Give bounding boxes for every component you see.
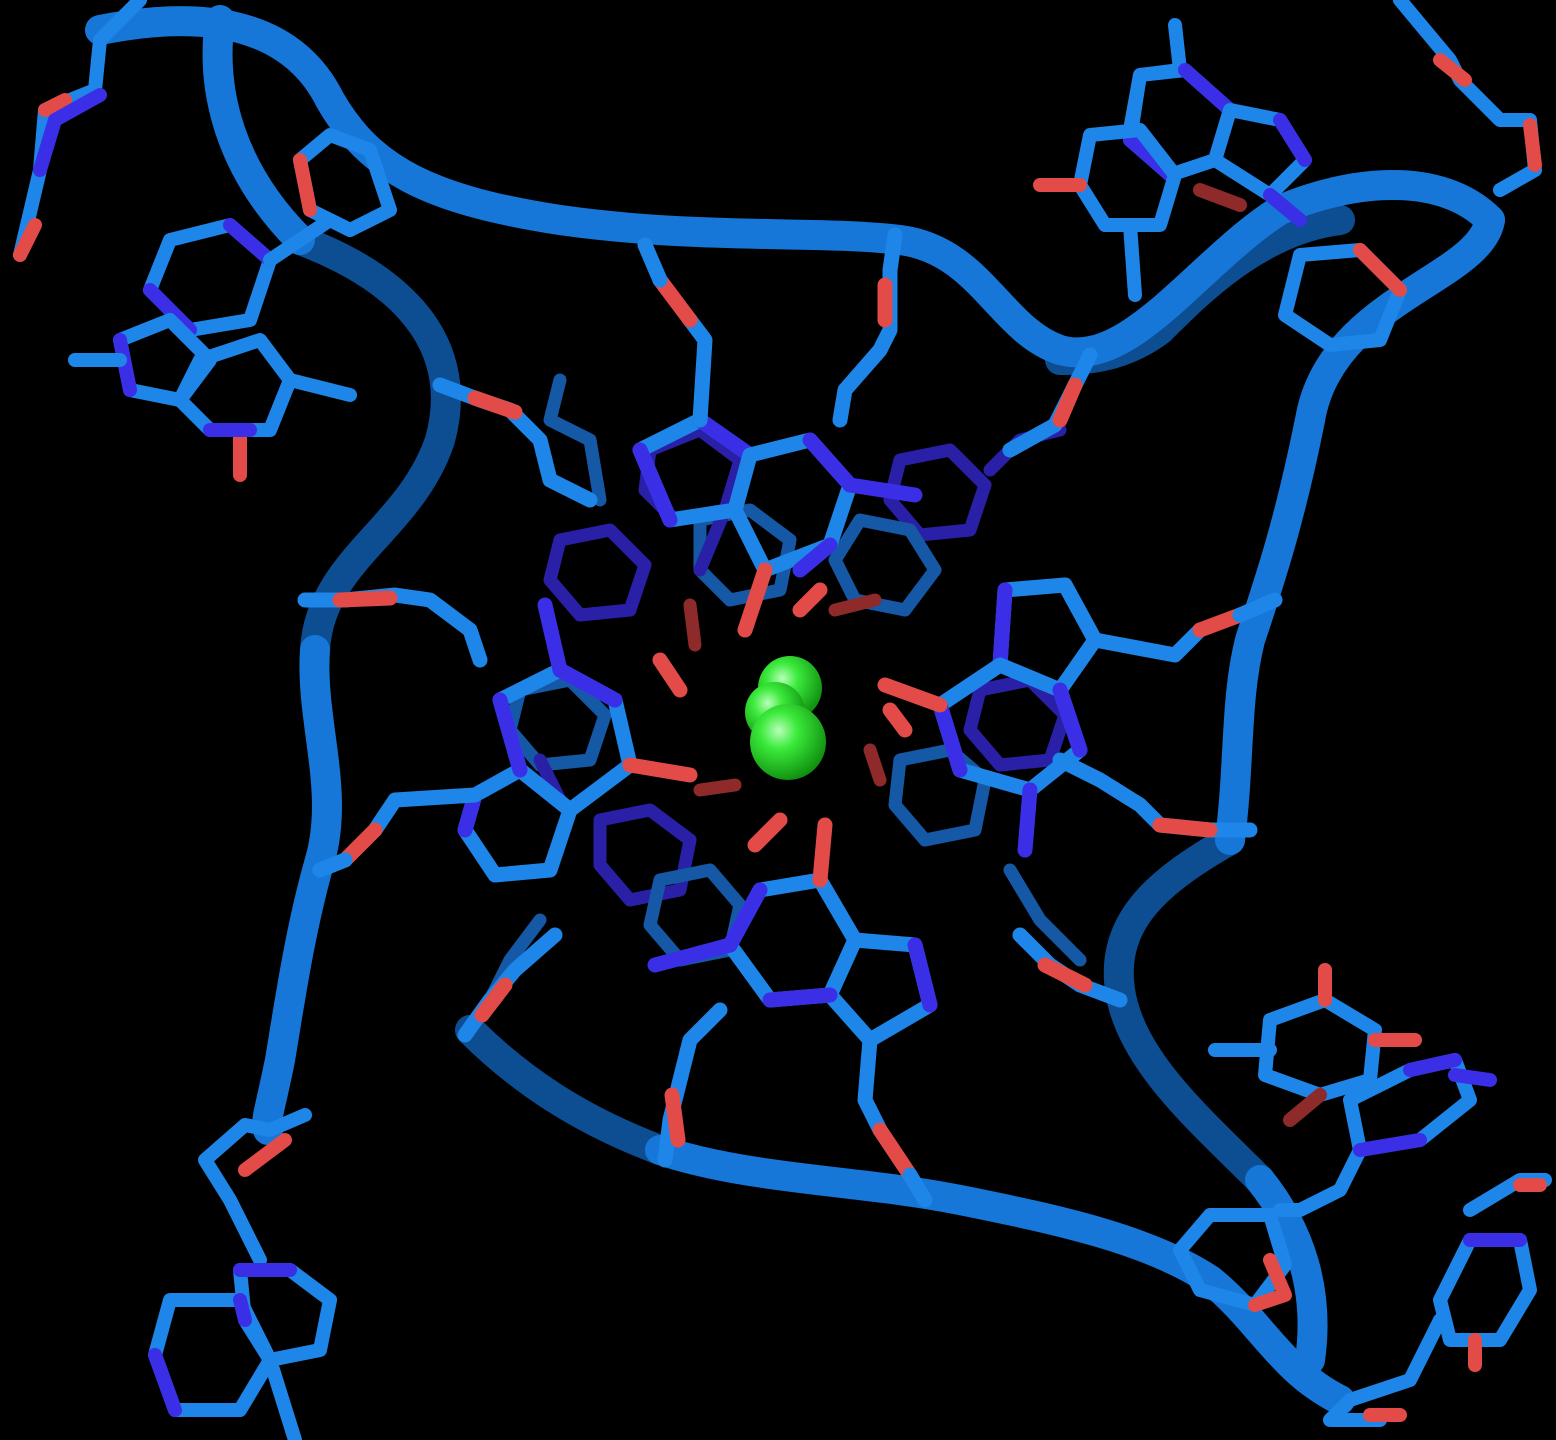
backbone-tube-right [1215,205,1505,855]
linker-top-center [832,227,903,428]
guanine-tetrad-lower [483,373,1087,1007]
backbone-tube-bottom [645,1135,1355,1415]
nucleotide-top-right [1033,0,1542,352]
linker-bottom-left [657,1002,728,1168]
guanine-bottom [647,817,938,1208]
backbone-tube-back-left [285,225,461,665]
backbone-tube-lowright-front [1245,1165,1328,1375]
ion-channel [745,656,826,780]
ion-sphere-3 [750,704,826,780]
guanine-right [877,577,1283,858]
nucleotide-top-left [13,0,397,482]
nucleotide-bottom-left [148,1108,337,1440]
backbone-tube-back-lowright [1103,825,1275,1195]
guanine-top [632,237,923,638]
nucleotide-bottom-right [1173,963,1552,1427]
backbone-tube-left [202,5,342,1145]
backbone-ribbon [85,5,1505,1415]
guanine-tetrad-upper [297,227,1283,1208]
guanine-left [312,597,698,883]
backbone-tube-back-bottom [455,1015,675,1165]
